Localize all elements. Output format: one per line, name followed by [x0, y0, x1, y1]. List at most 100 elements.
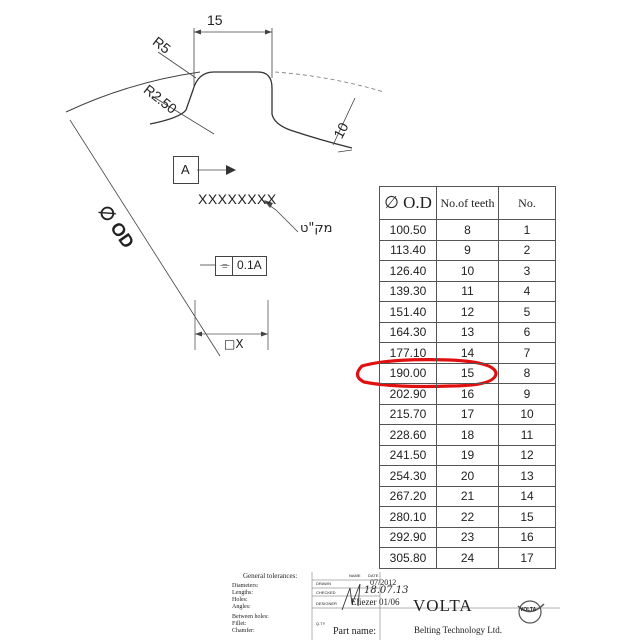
row-qty-label: Q.TY — [316, 621, 326, 626]
cell-teeth: 10 — [436, 260, 499, 282]
cell-no: 2 — [498, 239, 556, 261]
cell-teeth: 12 — [436, 301, 499, 323]
dim-15-arrow-left — [194, 29, 201, 35]
cell-od: 113.40 — [379, 239, 437, 261]
tolerance-frame-divider — [232, 256, 233, 276]
cell-no: 11 — [498, 424, 556, 446]
symmetry-icon: ⌯ — [220, 258, 230, 272]
marking-text: XXXXXXXX — [198, 191, 277, 207]
cell-no: 14 — [498, 485, 556, 507]
header-od: ∅ O.D — [379, 186, 437, 220]
r250-leader — [151, 95, 215, 135]
cell-teeth: 9 — [436, 239, 499, 261]
company-subtitle: Belting Technology Ltd. — [414, 625, 502, 635]
cell-no: 7 — [498, 342, 556, 364]
col-name-label: NAME — [349, 573, 361, 578]
table-header-row: ∅ O.D No.of teeth No. — [379, 186, 556, 220]
marking-arrow — [264, 200, 273, 208]
cell-no: 3 — [498, 260, 556, 282]
datum-triangle — [226, 165, 236, 175]
r5-leader — [157, 51, 197, 79]
cell-od: 139.30 — [379, 280, 437, 302]
tol-holes: Holes: — [232, 597, 248, 603]
part-name-label: Part name: — [333, 626, 377, 637]
signature — [341, 583, 361, 611]
cell-od: 254.30 — [379, 465, 437, 487]
dim-10-line — [332, 97, 356, 146]
datum-letter: A — [181, 162, 190, 177]
cell-teeth: 24 — [436, 547, 499, 569]
cell-od: 280.10 — [379, 506, 437, 528]
cell-teeth: 22 — [436, 506, 499, 528]
od-arc-dashed — [274, 71, 385, 93]
cell-od: 267.20 — [379, 485, 437, 507]
row-checked-label: CHECKED — [316, 590, 336, 595]
tol-fillet: Fillet: — [232, 621, 247, 627]
volta-logo-icon — [518, 600, 542, 624]
row-designer-label: DESIGNER — [316, 601, 337, 606]
cell-od: 190.00 — [379, 362, 437, 384]
cell-teeth: 21 — [436, 485, 499, 507]
cell-no: 12 — [498, 444, 556, 466]
cell-teeth: 16 — [436, 383, 499, 405]
drawn-date: 07/2012 — [370, 578, 397, 587]
width-dimension-label: 15 — [207, 12, 223, 28]
volta-logo-swoosh — [517, 603, 545, 613]
row-drawn-label: DRAWN — [316, 581, 331, 586]
dim-15-arrow-right — [265, 29, 272, 35]
cell-od: 305.80 — [379, 547, 437, 569]
cell-no: 6 — [498, 321, 556, 343]
col-date-label: DATE — [368, 573, 379, 578]
square-dimension-label: □X — [224, 337, 244, 351]
cell-od: 228.60 — [379, 424, 437, 446]
cell-teeth: 13 — [436, 321, 499, 343]
cell-teeth: 8 — [436, 219, 499, 241]
tolerance-frame — [215, 256, 267, 276]
designer-name: Eliezer — [351, 597, 377, 607]
cell-teeth: 20 — [436, 465, 499, 487]
cell-od: 241.50 — [379, 444, 437, 466]
tol-lengths: Lengths: — [232, 590, 253, 596]
cell-teeth: 18 — [436, 424, 499, 446]
cell-no: 4 — [498, 280, 556, 302]
cell-od: 100.50 — [379, 219, 437, 241]
cell-od: 292.90 — [379, 526, 437, 548]
cell-teeth: 11 — [436, 280, 499, 302]
tol-between-holes: Between holes: — [232, 614, 269, 620]
cell-teeth: 15 — [436, 362, 499, 384]
cell-no: 13 — [498, 465, 556, 487]
od-arc — [65, 71, 201, 113]
cell-no: 17 — [498, 547, 556, 569]
header-teeth: No.of teeth — [436, 186, 499, 220]
cell-no: 1 — [498, 219, 556, 241]
cell-no: 16 — [498, 526, 556, 548]
tol-angles: Angles: — [232, 604, 251, 610]
sqx-arrow-right — [261, 331, 268, 337]
catalog-number-note: מק"ט — [300, 221, 333, 236]
logo-text: VOLTA — [520, 607, 537, 613]
cell-od: 151.40 — [379, 301, 437, 323]
cell-teeth: 14 — [436, 342, 499, 364]
sqx-arrow-left — [195, 331, 202, 337]
header-no: No. — [498, 186, 556, 220]
datum-frame — [173, 156, 199, 184]
cell-no: 15 — [498, 506, 556, 528]
cell-od: 177.10 — [379, 342, 437, 364]
